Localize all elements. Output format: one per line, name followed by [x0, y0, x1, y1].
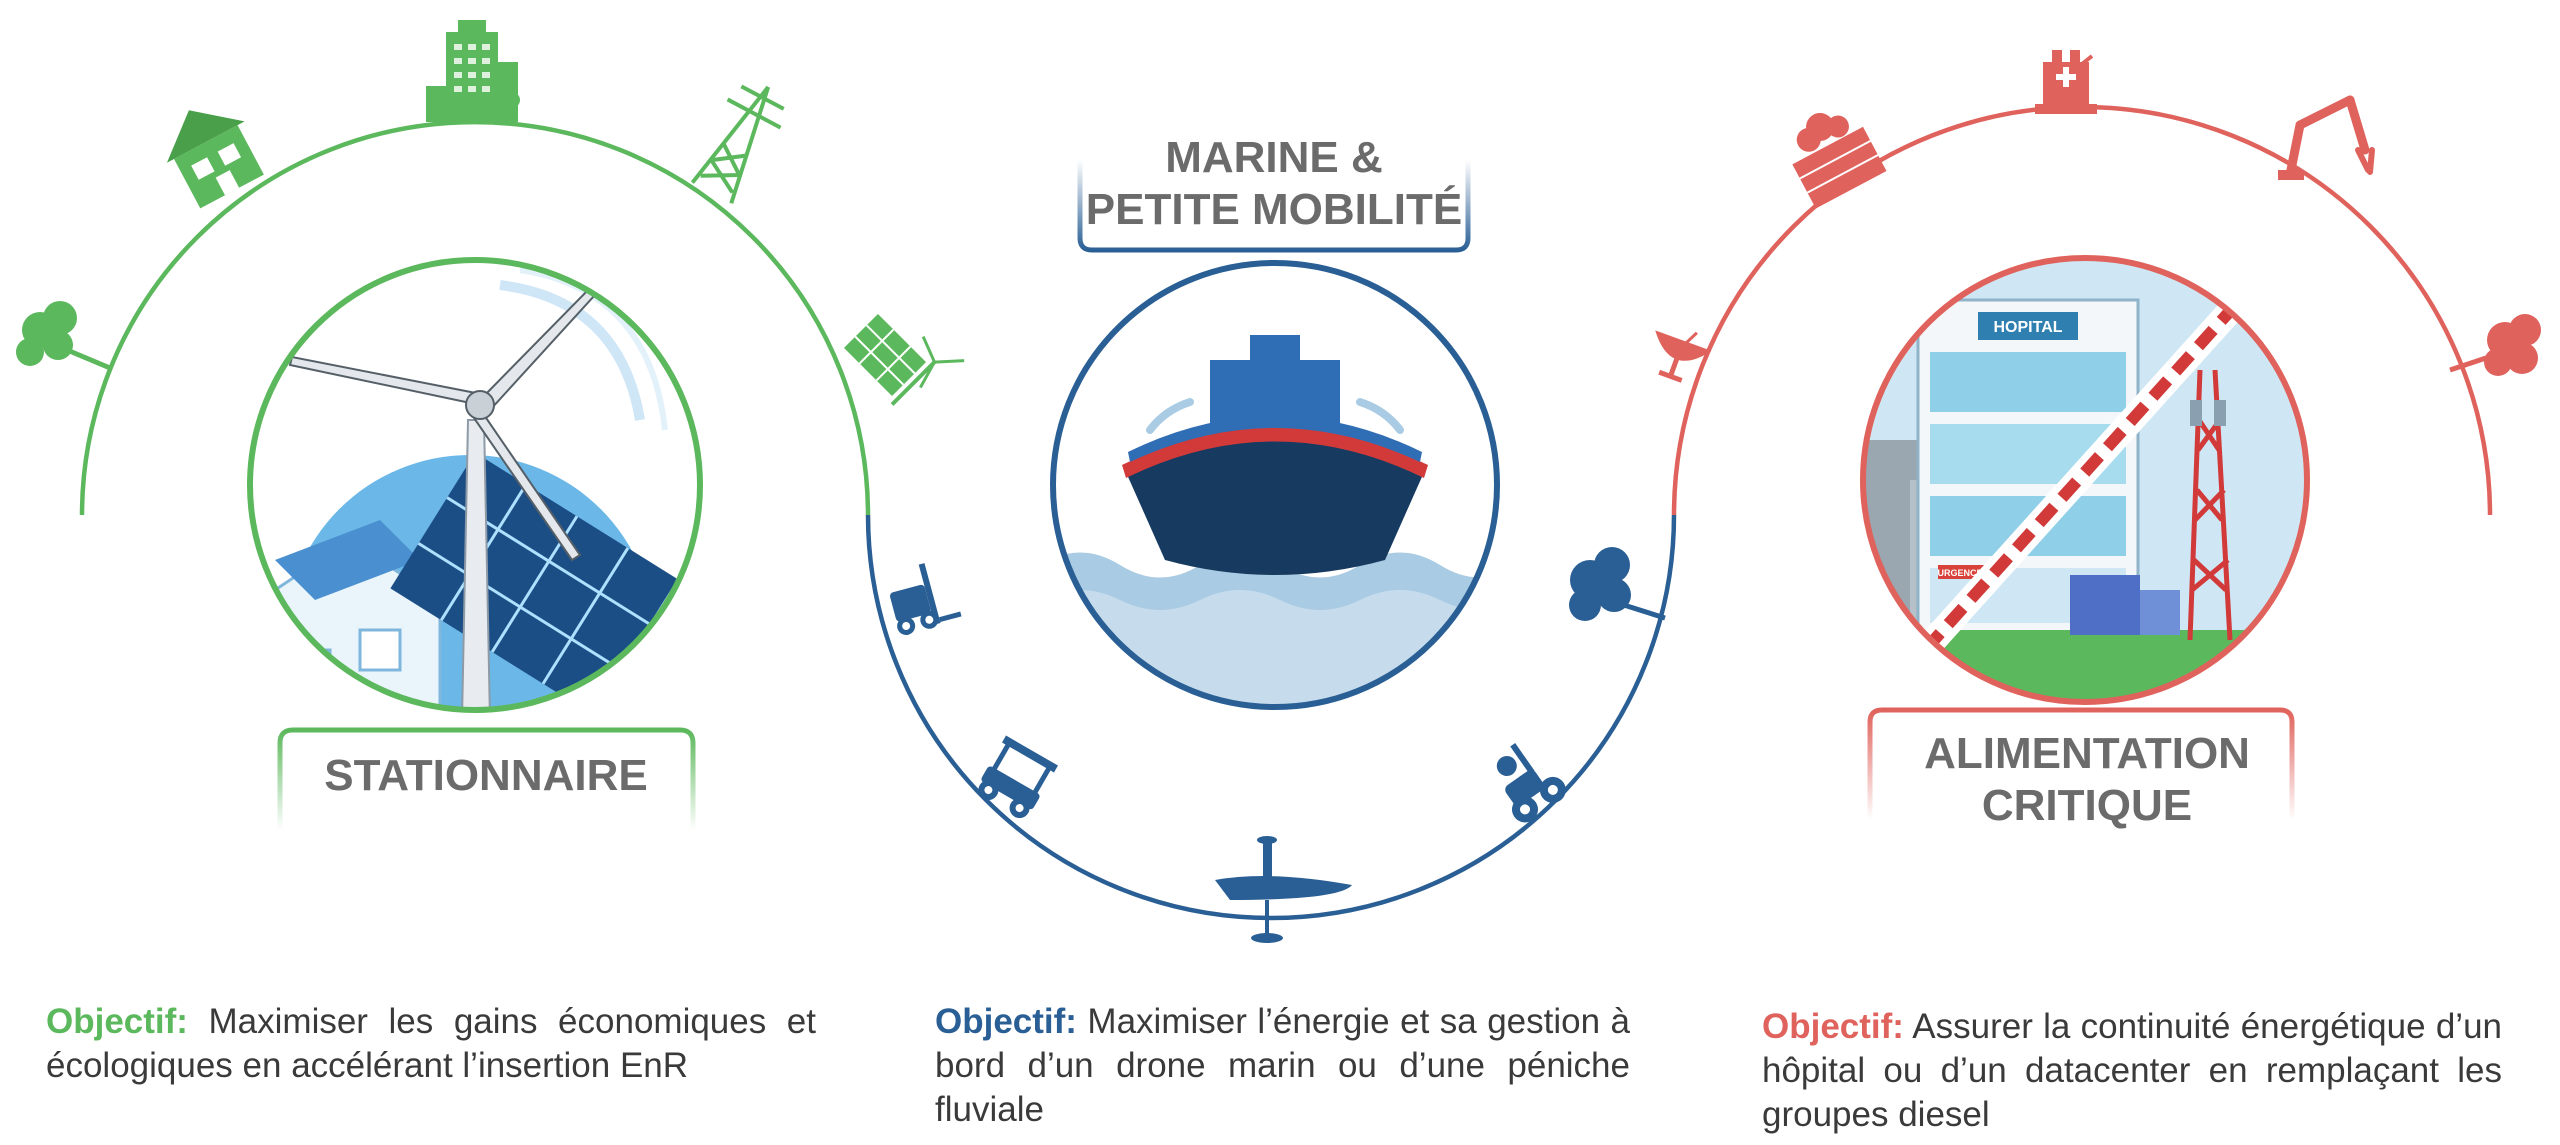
stationnaire-arc	[79, 119, 871, 516]
golf-cart-icon	[978, 735, 1058, 819]
critique-label-line: CRITIQUE	[1982, 781, 2192, 830]
solar-wind-icon	[843, 313, 965, 406]
satellite-dish-icon	[1655, 330, 1712, 383]
critique-objective-text: Assurer la continuité énergétique d’un h…	[1762, 1007, 2502, 1134]
critique-label-line: ALIMENTATION	[1924, 729, 2250, 778]
robot-arm-icon	[2278, 95, 2375, 180]
tree-icon	[2449, 314, 2541, 376]
scooter-icon	[1496, 743, 1566, 823]
marine-label-line: PETITE MOBILITÉ	[1086, 184, 1462, 234]
stationnaire-objective: Objectif: Maximiser les gains économique…	[46, 1000, 816, 1088]
marine-objective-label: Objectif:	[935, 1002, 1077, 1041]
stationnaire-objective-label: Objectif:	[46, 1002, 188, 1041]
tree-icon	[16, 301, 111, 371]
marine-arc	[865, 514, 1677, 921]
datacenter-icon	[1792, 112, 1887, 209]
ship-on-waves-illustration	[1050, 260, 1500, 710]
critique-objective-label: Objectif:	[1762, 1007, 1904, 1046]
hospital-sign-text: HOPITAL	[1993, 319, 2062, 336]
stationnaire-label-line: STATIONNAIRE	[324, 751, 647, 800]
house-icon	[166, 110, 264, 209]
office-building-icon	[426, 20, 520, 122]
forklift-icon	[889, 563, 962, 636]
drone-boat-icon	[1215, 836, 1352, 943]
hospital-telecom-illustration: HOPITAL URGENCES	[1860, 255, 2310, 705]
marine-label-line: MARINE &	[1165, 133, 1383, 182]
marine-label-box: MARINE &PETITE MOBILITÉ	[1077, 133, 1471, 253]
tree-icon	[1569, 547, 1666, 621]
power-pylon-icon	[690, 84, 785, 204]
stationnaire-objective-text: Maximiser les gains économiques et écolo…	[46, 1002, 816, 1085]
critique-objective: Objectif: Assurer la continuité énergéti…	[1762, 1005, 2502, 1137]
hospital-icon	[2035, 50, 2097, 114]
stationnaire-label: STATIONNAIRE	[324, 751, 647, 800]
emergency-sign-text: URGENCES	[1937, 568, 1988, 578]
marine-label: MARINE &PETITE MOBILITÉ	[1086, 133, 1462, 234]
stationnaire-label-box: STATIONNAIRE	[277, 727, 696, 830]
marine-objective: Objectif: Maximiser l’énergie et sa gest…	[935, 1000, 1630, 1132]
marine-objective-text: Maximiser l’énergie et sa gestion à bord…	[935, 1002, 1630, 1129]
